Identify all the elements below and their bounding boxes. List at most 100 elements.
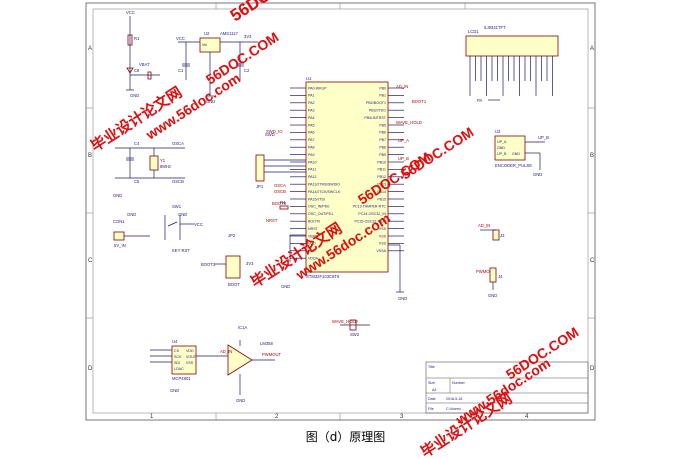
resistor-r1 (127, 34, 133, 46)
resistor-r1-label: R1 (134, 36, 140, 41)
mcu-right-pin-label: PC15-OSC32_OUT (354, 220, 386, 224)
jp2-body (225, 255, 241, 279)
title-label: Title (428, 365, 435, 369)
mcu-gnd: GND (398, 296, 407, 301)
mcu-right-pin-label: PB10 (377, 160, 386, 164)
mcu-net-boot1: BOOT1 (412, 99, 427, 104)
sw1-vcc: VCC (194, 222, 203, 227)
mcu-left-pin-label: PA9 (308, 153, 315, 157)
encoder-pin-4: GND (512, 152, 520, 156)
mcu-right-pin-label: PB12 (377, 175, 386, 179)
crystal-ref: Y1 (160, 158, 166, 163)
dac-pin-label: CS (174, 349, 180, 353)
mcu-left-pin-label: VDDA (308, 257, 319, 261)
mcu-right-pin-label: PC14-OSC32_IN (358, 212, 386, 216)
jp1-body (255, 154, 265, 182)
mcu-left-pin-label: PA10 (308, 160, 317, 164)
cap-c4-label: C4 (134, 141, 140, 146)
number-label: Number (452, 381, 466, 385)
mcu-right-pin-label: VSS (379, 234, 387, 238)
j3-net: AD_IN (478, 223, 490, 228)
mcu-name: STM32F103C8T6 (306, 274, 340, 279)
grid-col-4: 4 (525, 414, 529, 420)
encoder-pin-2: GND (497, 146, 505, 150)
jp1-name: SWD (265, 132, 275, 137)
mcu-right-pin-label: VSS (379, 242, 387, 246)
mcu-net-nrst: NRST (266, 218, 278, 223)
sw1-name: KEY RST (172, 248, 190, 253)
dac-pin-label: SCK (174, 355, 182, 359)
mcu-net-upa: UP_A (398, 138, 409, 143)
dac-pin-label: VSS (186, 361, 194, 365)
size-label: Size (428, 381, 435, 385)
grid-row-a-right: A (590, 46, 594, 52)
grid-row-b-right: B (590, 153, 594, 159)
mcu-u1: U1 STM32F103C8T6 PA0-WKUPPA1PA2PA3PA4PA5… (266, 76, 427, 301)
opamp-gnd: GND (236, 398, 245, 403)
j3-ref: J3 (500, 233, 505, 238)
mcu-right-pin-label: PB9 (379, 153, 386, 157)
jp2-3v3: 3V3 (246, 261, 254, 266)
mcu-ref: U1 (306, 76, 312, 81)
mcu-gnd-left: GND (281, 284, 290, 289)
mcu-body (305, 81, 389, 273)
grid-row-a: A (88, 46, 92, 52)
mcu-net-boot0: BOOT0 (272, 201, 287, 206)
diode-d1-label: C8 (134, 68, 140, 73)
boot-jumper: JP2 BOOT1 BOOT 3V3 (201, 233, 254, 287)
grid-row-b: B (88, 153, 92, 159)
sw2-net: WAVE_HOLD (332, 319, 358, 324)
net-vcc-top: VCC (126, 10, 135, 15)
net-vbat: VBAT (139, 62, 150, 67)
lcd-ref: LCD1 (468, 29, 479, 34)
title-block: Title Size A4 Number Date 2018-5-18 File… (425, 361, 589, 414)
dac-gnd: GND (170, 388, 179, 393)
crystal-name: 8MHz (160, 164, 171, 169)
file-label: File (428, 407, 434, 411)
mcu-net-wave: WAVE_HOLD (396, 120, 422, 125)
sw1-ref: SW1 (172, 204, 182, 209)
lcd-name: ILI9341TFT (484, 25, 506, 30)
mcu-left-pin-label: PA15/JTDI (308, 197, 325, 201)
mcu-right-pin-label: PB11 (377, 168, 386, 172)
jp2-ref: JP2 (228, 233, 236, 238)
net-oscb: OSCB (172, 179, 184, 184)
resistor-r4-label: R4 (280, 200, 286, 205)
encoder-ref: U3 (495, 129, 501, 134)
encoder-pin-1: UP_A (497, 140, 507, 144)
mcu-left-pin-label: PA5 (308, 123, 315, 127)
opamp-triangle (227, 344, 253, 376)
lcd-header (465, 35, 559, 57)
usb-connector (113, 231, 125, 241)
date-value: 2018-5-18 (446, 397, 462, 401)
usb-ref: CON1 (113, 219, 125, 224)
mcu-left-pin-label: PA7 (308, 138, 315, 142)
encoder-pin-3: UP_B (497, 152, 507, 156)
regulator-name: AMS1117 (220, 31, 238, 36)
mcu-right-pin-label: PB8 (379, 146, 386, 150)
regulator-ref: U2 (204, 31, 210, 36)
cap-c2-label: C2 (244, 68, 250, 73)
mcu-right-pin-label: VSS (379, 227, 387, 231)
mcu-net-swd: SWD_IO (266, 129, 283, 134)
crystal-section: OSCA OSCB Y1 8MHz C4 C5 GND (113, 141, 185, 198)
mcu-left-pin-label: PA1 (308, 94, 315, 98)
date-label: Date (428, 397, 436, 401)
mcu-left-pin-label: PA12 (308, 175, 317, 179)
file-value: C:\Users\... (446, 407, 464, 411)
power-input-section: VCC R1 C8 VBAT GND (126, 10, 160, 98)
sw2-ref: SW2 (350, 332, 360, 337)
mcu-right-pin-label: VSSA (376, 249, 386, 253)
regulator-3v3-label: 3V3 (244, 34, 252, 39)
encoder-gnd: GND (533, 172, 542, 177)
mcu-left-pin-label: PA6 (308, 131, 315, 135)
mcu-right-pin-label: PB13 (377, 183, 386, 187)
grid-row-d: D (88, 366, 93, 372)
dac-name: MCP4801 (172, 376, 191, 381)
usb-name: 5V_IN (114, 243, 126, 248)
mcu-net-oscb: OSCB (274, 189, 286, 194)
net-gnd-3: GND (113, 193, 122, 198)
